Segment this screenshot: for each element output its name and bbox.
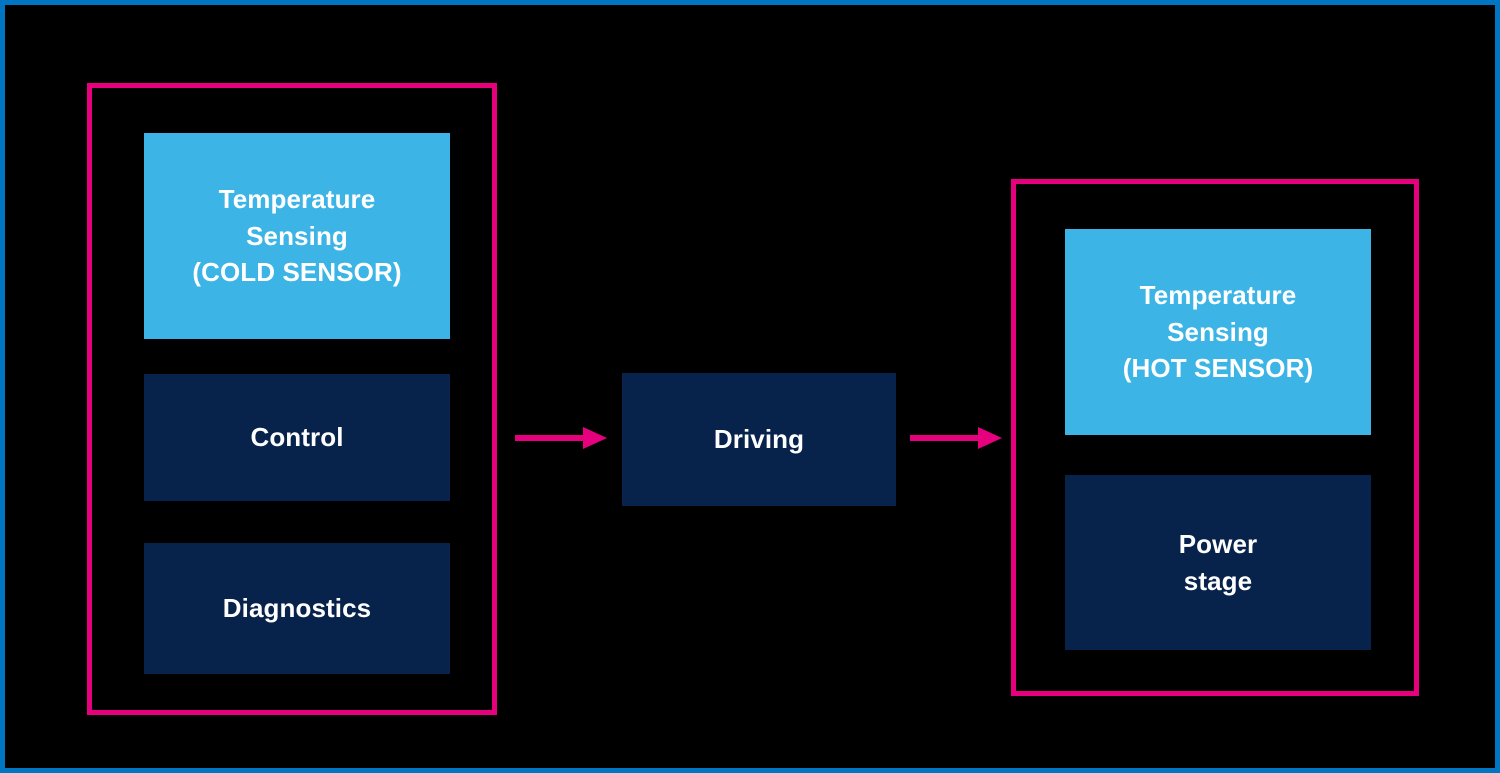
block-label-power-stage: Power stage [1178,528,1258,596]
block-temperature-sensing-hot-sensor[interactable]: Temperature Sensing (HOT SENSOR) [1065,229,1371,435]
arrow-driving-to-power [910,423,1002,453]
group-hot-side [1011,179,1419,696]
block-diagnostics[interactable]: Diagnostics [144,543,450,674]
block-label-hot-sensor: Temperature Sensing (HOT SENSOR) [1122,279,1314,384]
group-cold-side [87,83,497,715]
block-label-control: Control [250,422,344,453]
block-control[interactable]: Control [144,374,450,501]
block-label-driving: Driving [713,424,805,455]
block-power-stage[interactable]: Power stage [1065,475,1371,650]
block-driving[interactable]: Driving [622,373,896,506]
block-label-cold-sensor: Temperature Sensing (COLD SENSOR) [192,183,402,288]
arrow-control-to-driving [515,423,607,453]
block-label-diagnostics: Diagnostics [222,593,372,624]
block-temperature-sensing-cold-sensor[interactable]: Temperature Sensing (COLD SENSOR) [144,133,450,339]
